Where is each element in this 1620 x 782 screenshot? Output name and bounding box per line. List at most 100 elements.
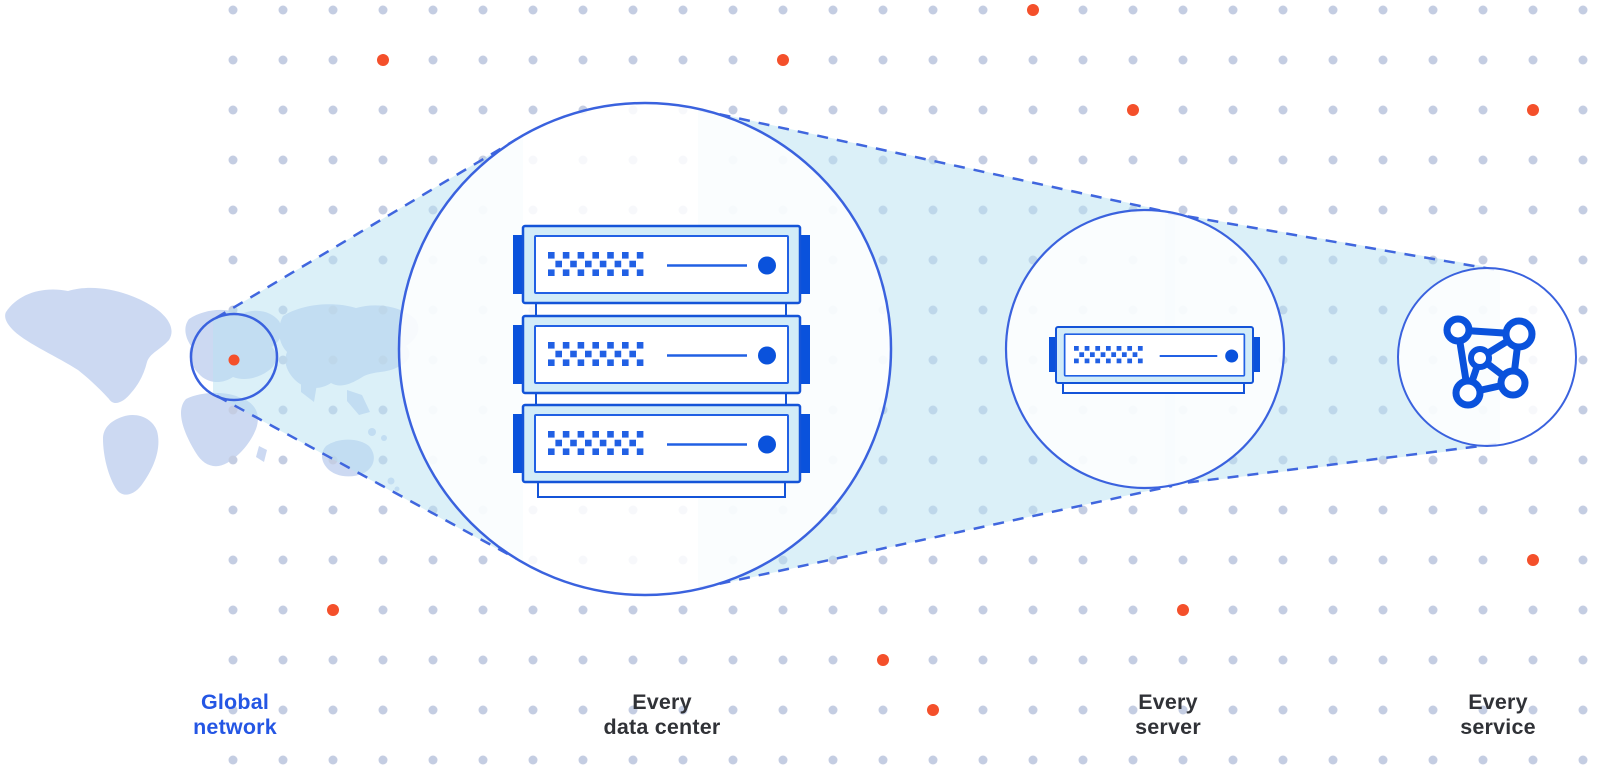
grid-dot xyxy=(228,205,238,215)
grid-dot xyxy=(1128,655,1138,665)
grid-dot xyxy=(628,55,638,65)
grid-dot xyxy=(628,755,638,765)
grid-dot xyxy=(1478,255,1488,265)
grid-dot xyxy=(728,5,738,15)
grid-dot xyxy=(1378,755,1388,765)
dashed-line xyxy=(216,394,518,561)
grid-dot xyxy=(1028,155,1038,165)
server-vent-dot xyxy=(607,269,614,276)
orange-grid-dot xyxy=(777,54,789,66)
server-vent-dot xyxy=(636,448,644,455)
grid-dot xyxy=(1328,755,1338,765)
orange-grid-dot xyxy=(927,704,939,716)
grid-dot xyxy=(578,655,588,665)
server-vent-dot xyxy=(1084,358,1090,364)
grid-dot xyxy=(1078,105,1088,115)
grid-dot xyxy=(728,105,738,115)
server-vent-dot xyxy=(555,350,562,358)
grid-dot xyxy=(1028,655,1038,665)
grid-dot xyxy=(1528,705,1538,715)
grid-dot xyxy=(628,705,638,715)
server-vent-dot xyxy=(562,269,570,276)
grid-dot xyxy=(278,155,288,165)
grid-dot xyxy=(1478,605,1488,615)
stage-label-line: data center xyxy=(603,714,721,739)
grid-dot xyxy=(278,455,288,465)
grid-dot xyxy=(428,605,438,615)
server-vent-dot xyxy=(1137,346,1143,351)
grid-dot xyxy=(1528,255,1538,265)
grid-dot xyxy=(1478,655,1488,665)
orange-grid-dot xyxy=(327,604,339,616)
grid-dot xyxy=(528,755,538,765)
grid-dot xyxy=(1128,55,1138,65)
grid-dot xyxy=(328,155,338,165)
grid-dot xyxy=(1378,155,1388,165)
grid-dot xyxy=(478,705,488,715)
grid-dot xyxy=(928,605,938,615)
grid-dot xyxy=(1028,105,1038,115)
grid-dot xyxy=(1278,5,1288,15)
grid-dot xyxy=(1378,105,1388,115)
server-vent-dot xyxy=(562,448,570,455)
server-vent-dot xyxy=(1100,352,1106,358)
server-vent-dot xyxy=(1127,358,1133,364)
server-vent-dot xyxy=(577,359,585,366)
global-network-circle xyxy=(189,312,279,402)
grid-dot xyxy=(1078,555,1088,565)
grid-dot xyxy=(1428,655,1438,665)
server-vent-dot xyxy=(548,252,555,259)
grid-dot xyxy=(1278,105,1288,115)
server-vent-dot xyxy=(1095,358,1101,364)
server-vent-dot xyxy=(599,260,607,268)
grid-dot xyxy=(878,105,888,115)
grid-dot xyxy=(1078,705,1088,715)
grid-dot xyxy=(1328,55,1338,65)
grid-dot xyxy=(978,605,988,615)
grid-dot xyxy=(978,655,988,665)
grid-dot xyxy=(228,405,238,415)
grid-dot xyxy=(1428,505,1438,515)
grid-dot xyxy=(1078,755,1088,765)
grid-dot xyxy=(1378,205,1388,215)
grid-dot xyxy=(478,755,488,765)
grid-dot xyxy=(628,605,638,615)
server-side-tab xyxy=(513,325,524,384)
grid-dot xyxy=(728,55,738,65)
grid-dot xyxy=(1278,55,1288,65)
grid-dot xyxy=(978,155,988,165)
server-vent-dot xyxy=(562,342,570,349)
grid-dot xyxy=(928,105,938,115)
grid-dot xyxy=(1328,605,1338,615)
grid-dot xyxy=(878,55,888,65)
grid-dot xyxy=(1578,505,1588,515)
grid-dot xyxy=(1228,705,1238,715)
grid-dot xyxy=(678,605,688,615)
grid-dot xyxy=(528,655,538,665)
grid-dot xyxy=(1228,505,1238,515)
grid-dot xyxy=(528,5,538,15)
grid-dot xyxy=(1228,55,1238,65)
server-vent-dot xyxy=(607,448,614,455)
server-vent-dot xyxy=(592,448,599,455)
grid-dot xyxy=(1328,5,1338,15)
stage-label-data-center: Every data center xyxy=(604,690,721,739)
server-vent-dot xyxy=(1132,352,1138,358)
stage-label-line: server xyxy=(1135,714,1201,739)
grid-dot xyxy=(1428,5,1438,15)
grid-dot xyxy=(1278,555,1288,565)
grid-dot xyxy=(828,655,838,665)
server-vent-dot xyxy=(636,359,644,366)
grid-dot xyxy=(328,205,338,215)
grid-dot xyxy=(1478,5,1488,15)
grid-dot xyxy=(928,755,938,765)
server-vent-dot xyxy=(1089,352,1095,358)
grid-dot xyxy=(978,755,988,765)
grid-dot xyxy=(1578,155,1588,165)
server-power-dot xyxy=(758,256,776,275)
grid-dot xyxy=(1128,5,1138,15)
grid-dot xyxy=(1578,5,1588,15)
orange-grid-dot xyxy=(877,654,889,666)
server-icon xyxy=(1049,326,1260,394)
server-face-panel xyxy=(534,325,789,384)
